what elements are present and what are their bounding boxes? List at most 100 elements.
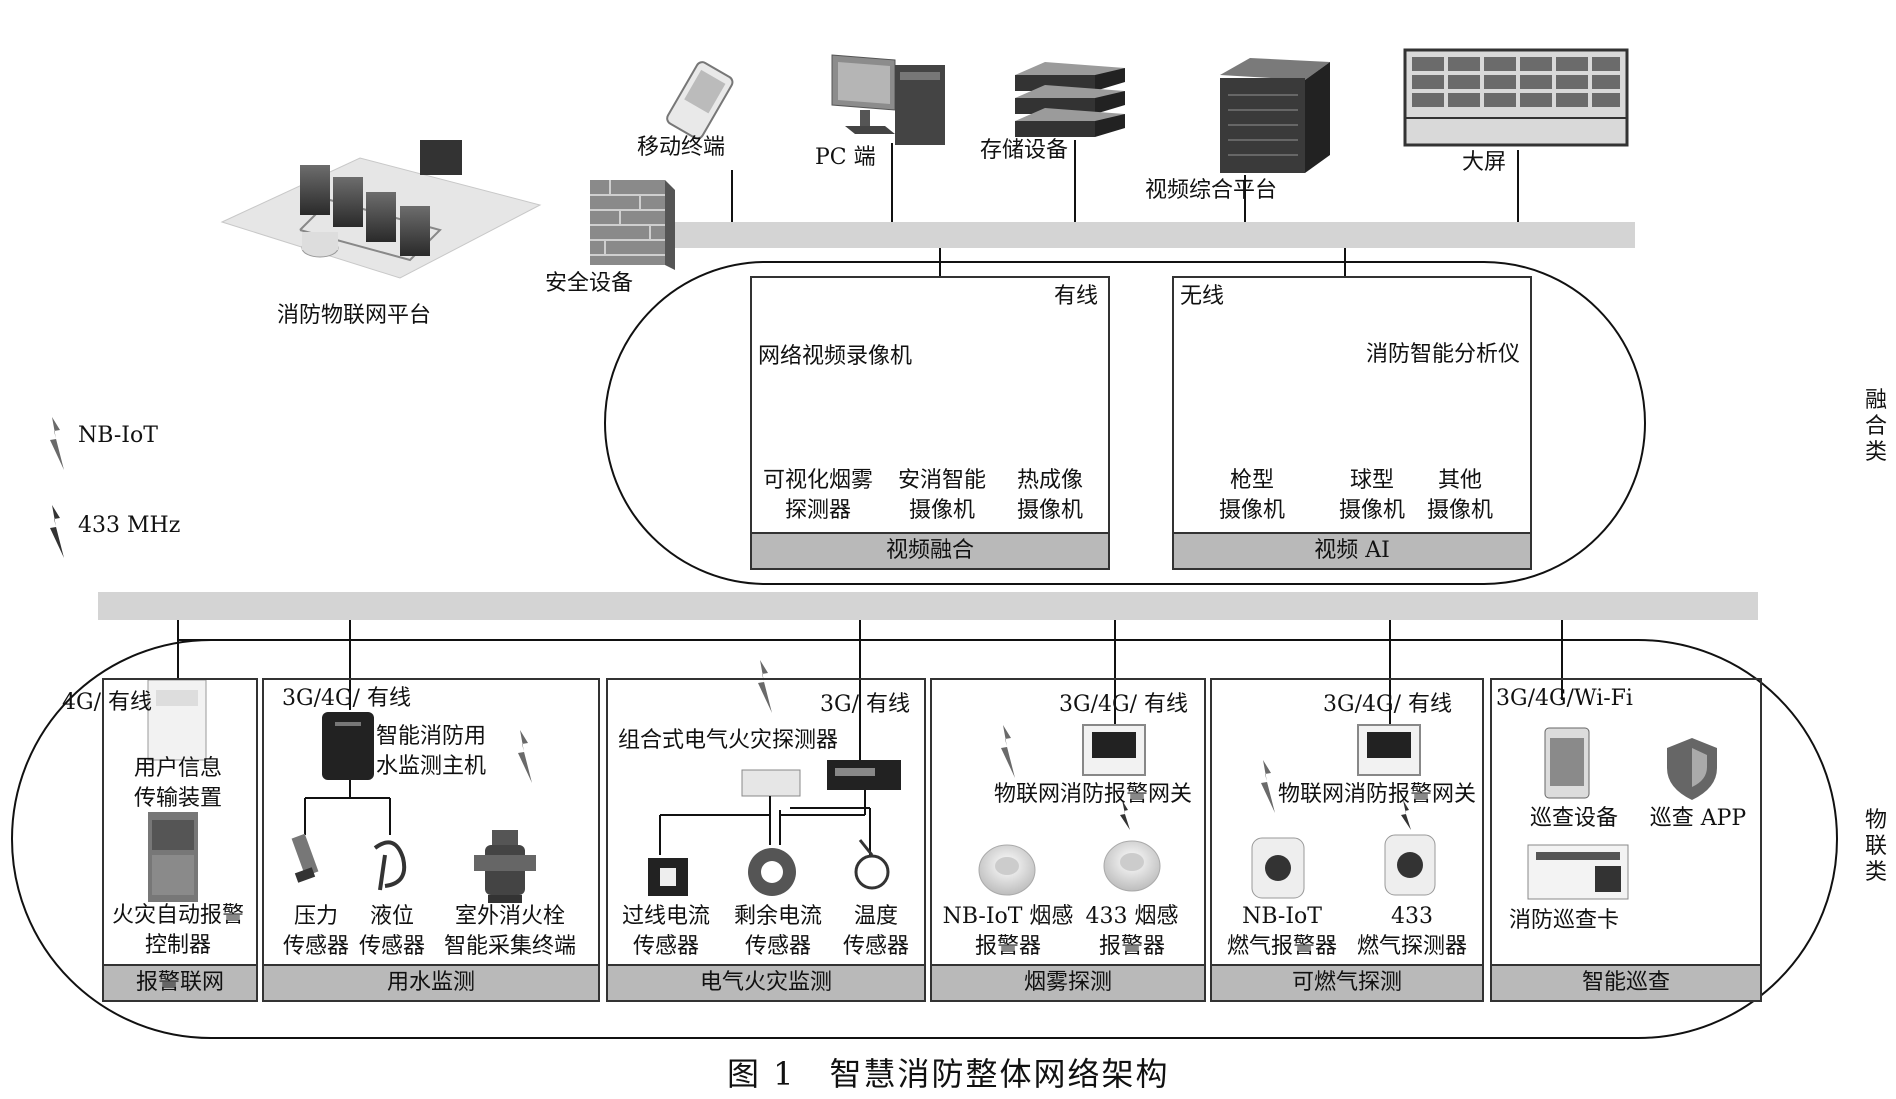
video-ai-box: 无线 消防智能分析仪 枪型 摄像机 球型 摄像机 其他 摄像机 视频 AI: [1172, 276, 1532, 570]
gas-nbiot-signal-icon: [1261, 760, 1275, 813]
alarm-network-connection: 4G/ 有线: [62, 690, 152, 715]
gas-433-signal-icon: [1401, 800, 1411, 830]
water-monitor-host-icon: [322, 712, 374, 780]
mobile-terminal-label: 移动终端: [637, 135, 726, 160]
residual-current-sensor-icon: [748, 848, 796, 896]
smoke-detection-footer: 烟雾探测: [932, 964, 1204, 1000]
pass-current-sensor-label-2: 传感器: [632, 934, 700, 959]
pc-label: PC 端: [815, 145, 876, 170]
electric-fire-footer: 电气火灾监测: [608, 964, 924, 1000]
433-gas-detector-icon: [1384, 834, 1436, 896]
electric-fire-box: 3G/ 有线 组合式电气火灾探测器 过线电流 传感器 剩余电流 传感器 温度 传…: [606, 678, 926, 1002]
video-fusion-footer: 视频融合: [752, 532, 1108, 568]
user-info-device-label-2: 传输装置: [133, 786, 223, 811]
residual-current-sensor-label-2: 传感器: [744, 934, 812, 959]
nbiot-gas-alarm-label-1: NB-IoT: [1242, 904, 1322, 929]
security-device-label: 安全设备: [545, 271, 634, 296]
smart-patrol-connection: 3G/4G/Wi-Fi: [1496, 686, 1633, 711]
433-smoke-alarm-label-1: 433 烟感: [1085, 904, 1179, 929]
fire-controller-icon: [148, 812, 198, 902]
water-tree: [304, 780, 391, 835]
pressure-sensor-label-1: 压力: [293, 904, 339, 929]
wireless-signal-icons: [50, 417, 1411, 830]
433-legend-signal-icon: [50, 505, 64, 558]
nbiot-gas-alarm-label-2: 燃气报警器: [1226, 934, 1338, 959]
video-platform-icon: [1220, 58, 1330, 173]
visual-smoke-detector-label-2: 探测器: [784, 498, 852, 523]
ptz-camera-label-2: 摄像机: [1338, 498, 1406, 523]
water-monitoring-connection: 3G/4G/ 有线: [282, 686, 411, 711]
433-gas-detector-label-1: 433: [1391, 904, 1433, 929]
smoke-nbiot-signal-icon: [1001, 725, 1015, 778]
combined-detector-icon: [741, 760, 901, 797]
fusion-region-outline: [604, 261, 1646, 585]
electric-tree: [659, 790, 871, 855]
water-host-label-1: 智能消防用: [376, 724, 487, 749]
mobile-terminal-icon: [666, 61, 734, 140]
thermal-camera-label-2: 摄像机: [1016, 498, 1084, 523]
video-platform-label: 视频综合平台: [1145, 178, 1278, 203]
electric-fire-connection: 3G/ 有线: [820, 692, 910, 717]
alarm-network-footer: 报警联网: [104, 964, 256, 1000]
patrol-device-icon: [1544, 727, 1590, 799]
nbiot-smoke-alarm-label-2: 报警器: [974, 934, 1042, 959]
nbiot-legend-signal-icon: [50, 417, 64, 470]
gas-detection-box: 3G/4G/ 有线 物联网消防报警网关 NB-IoT 燃气报警器 433 燃气探…: [1210, 678, 1484, 1002]
smart-patrol-box: 3G/4G/Wi-Fi 巡查设备 巡查 APP 消防巡查卡 智能巡查: [1490, 678, 1762, 1002]
video-fusion-box: 有线 网络视频录像机 可视化烟雾 探测器 安消智能 摄像机 热成像 摄像机 视频…: [750, 276, 1110, 570]
patrol-card-label: 消防巡查卡: [1508, 908, 1620, 933]
water-monitoring-box: 3G/4G/ 有线 智能消防用 水监测主机 压力 传感器 液位 传感器 室外消火…: [262, 678, 600, 1002]
pass-current-sensor-label-1: 过线电流: [621, 904, 711, 929]
smart-patrol-footer: 智能巡查: [1492, 964, 1760, 1000]
bullet-camera-label-2: 摄像机: [1218, 498, 1286, 523]
fire-controller-label-2: 控制器: [144, 933, 212, 958]
smoke-433-signal-icon: [1120, 800, 1130, 830]
video-recorder-label: 网络视频录像机: [758, 344, 913, 369]
combined-detector-label: 组合式电气火灾探测器: [618, 728, 839, 753]
video-ai-connection: 无线: [1180, 284, 1225, 309]
storage-icon: [1015, 62, 1125, 137]
storage-label: 存储设备: [980, 138, 1069, 163]
residual-current-sensor-label-1: 剩余电流: [733, 904, 823, 929]
smoke-gateway-label: 物联网消防报警网关: [994, 782, 1193, 807]
water-host-label-2: 水监测主机: [376, 754, 487, 779]
other-camera-label-1: 其他: [1437, 468, 1483, 493]
level-sensor-label-2: 传感器: [358, 934, 426, 959]
gas-gateway-label: 物联网消防报警网关: [1278, 782, 1477, 807]
video-fusion-connection: 有线: [1053, 284, 1098, 309]
smoke-detection-box: 3G/4G/ 有线 物联网消防报警网关 NB-IoT 烟感 报警器 433 烟感…: [930, 678, 1206, 1002]
pressure-sensor-icon: [291, 833, 319, 883]
temperature-sensor-label-1: 温度: [853, 904, 899, 929]
433-smoke-alarm-icon: [1103, 840, 1161, 892]
smoke-gateway-icon: [1082, 724, 1146, 776]
temperature-sensor-label-2: 传感器: [842, 934, 910, 959]
patrol-card-icon: [1527, 844, 1629, 900]
fire-controller-label-1: 火灾自动报警: [111, 903, 245, 928]
water-monitoring-footer: 用水监测: [264, 964, 598, 1000]
water-wireless-signal-icon: [518, 730, 532, 783]
middle-backbone-bar: [98, 592, 1758, 620]
smoke-detection-connection: 3G/4G/ 有线: [1059, 692, 1188, 717]
security-device-icon: [590, 180, 675, 270]
electric-wireless-signal-icon: [758, 660, 772, 713]
level-sensor-label-1: 液位: [369, 904, 415, 929]
gas-detection-footer: 可燃气探测: [1212, 964, 1482, 1000]
nbiot-smoke-alarm-icon: [978, 844, 1036, 896]
iot-platform-illustration: [220, 140, 542, 279]
hydrant-terminal-label-1: 室外消火栓: [454, 904, 566, 929]
hydrant-terminal-label-2: 智能采集终端: [443, 934, 577, 959]
nbiot-smoke-alarm-label-1: NB-IoT 烟感: [942, 904, 1074, 929]
big-screen-icon: [1403, 48, 1629, 147]
user-info-device-label-1: 用户信息: [133, 756, 223, 781]
visual-smoke-detector-label-1: 可视化烟雾: [762, 468, 874, 493]
temperature-sensor-icon: [854, 839, 890, 890]
bullet-camera-label-1: 枪型: [1229, 468, 1275, 493]
legend-nbiot-label: NB-IoT: [78, 423, 158, 448]
ptz-camera-label-1: 球型: [1349, 468, 1395, 493]
user-info-device-icon: [147, 679, 207, 761]
pc-icon: [831, 54, 945, 145]
433-gas-detector-label-2: 燃气探测器: [1356, 934, 1468, 959]
alarm-network-box: 报警联网: [102, 678, 258, 1002]
433-smoke-alarm-label-2: 报警器: [1098, 934, 1166, 959]
pass-current-sensor-icon: [648, 858, 688, 896]
